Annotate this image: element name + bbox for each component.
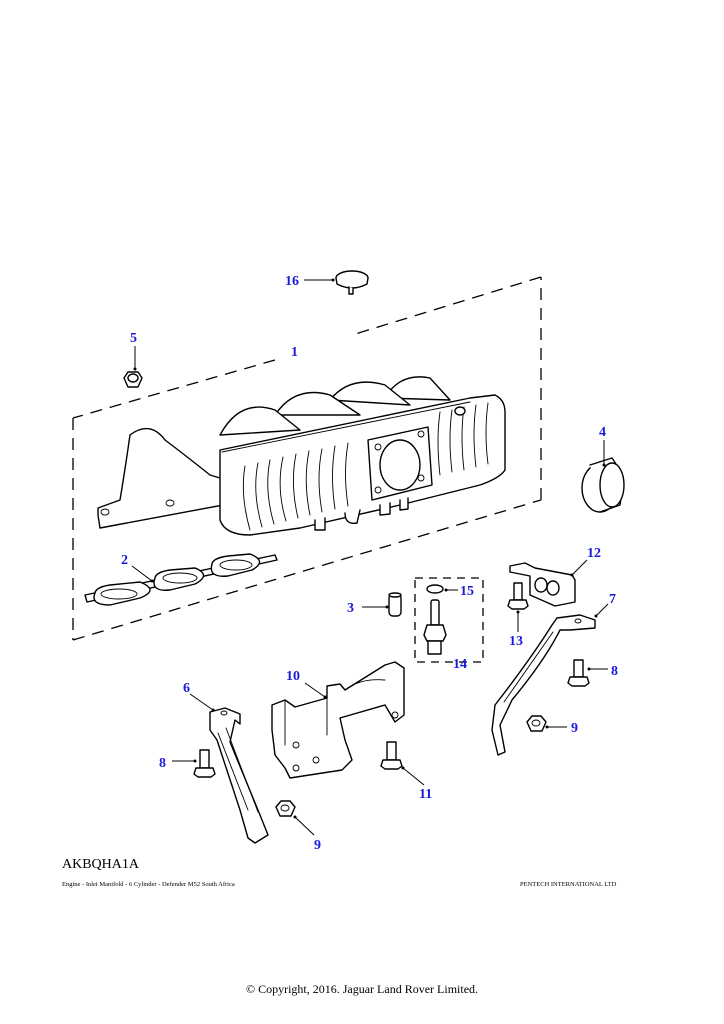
o-ring-part[interactable]: [426, 584, 444, 594]
manifold-gasket-part[interactable]: [84, 553, 278, 606]
pipe-clip-part[interactable]: [509, 562, 576, 607]
callout-1[interactable]: 1: [291, 345, 298, 360]
callout-8-left[interactable]: 8: [159, 756, 166, 771]
inlet-manifold-part[interactable]: [97, 376, 506, 536]
seal-ring-part[interactable]: [581, 457, 625, 513]
leader-lines: [131, 278, 609, 836]
callout-7[interactable]: 7: [609, 592, 616, 607]
callout-9-left[interactable]: 9: [314, 838, 321, 853]
support-bracket-right-part[interactable]: [491, 614, 596, 756]
callout-2[interactable]: 2: [121, 553, 128, 568]
callout-13[interactable]: 13: [509, 634, 523, 649]
mounting-bracket-part[interactable]: [271, 661, 405, 779]
callout-16[interactable]: 16: [285, 274, 299, 289]
clip-bolt-part[interactable]: [507, 582, 529, 610]
callout-8-right[interactable]: 8: [611, 664, 618, 679]
callouts: 1 2 3 4 5 6 7 8 8 9 9 10 11 12 13 14 15 …: [121, 274, 618, 853]
callout-5[interactable]: 5: [130, 331, 137, 346]
callout-9-right[interactable]: 9: [571, 721, 578, 736]
temperature-sensor-part[interactable]: [423, 599, 447, 655]
nut-left-part[interactable]: [275, 800, 296, 817]
flange-nut-part[interactable]: [123, 371, 143, 388]
flange-bolt-right-part[interactable]: [567, 659, 590, 687]
callout-3[interactable]: 3: [347, 601, 354, 616]
flange-bolt-left-part[interactable]: [193, 749, 216, 778]
callout-11[interactable]: 11: [419, 787, 432, 802]
dowel-sleeve-part[interactable]: [388, 592, 402, 617]
copyright-notice: © Copyright, 2016. Jaguar Land Rover Lim…: [245, 982, 479, 996]
supplier-name: PENTECH INTERNATIONAL LTD: [520, 881, 617, 888]
support-bracket-left-part[interactable]: [209, 707, 269, 844]
bracket-bolt-part[interactable]: [380, 741, 403, 770]
callout-6[interactable]: 6: [183, 681, 190, 696]
callout-4[interactable]: 4: [599, 425, 606, 440]
callout-12[interactable]: 12: [587, 546, 601, 561]
sensor-group-outline: [414, 577, 484, 663]
assembly-group-outline: [72, 276, 542, 641]
callout-14[interactable]: 14: [453, 657, 467, 672]
nut-right-part[interactable]: [526, 715, 547, 732]
callout-10[interactable]: 10: [286, 669, 300, 684]
illustration-code: AKBQHA1A: [62, 857, 139, 872]
diagram-caption: Engine - Inlet Manifold - 6 Cylinder - D…: [62, 881, 235, 888]
blanking-plug-part[interactable]: [335, 270, 369, 295]
callout-15[interactable]: 15: [460, 584, 474, 599]
